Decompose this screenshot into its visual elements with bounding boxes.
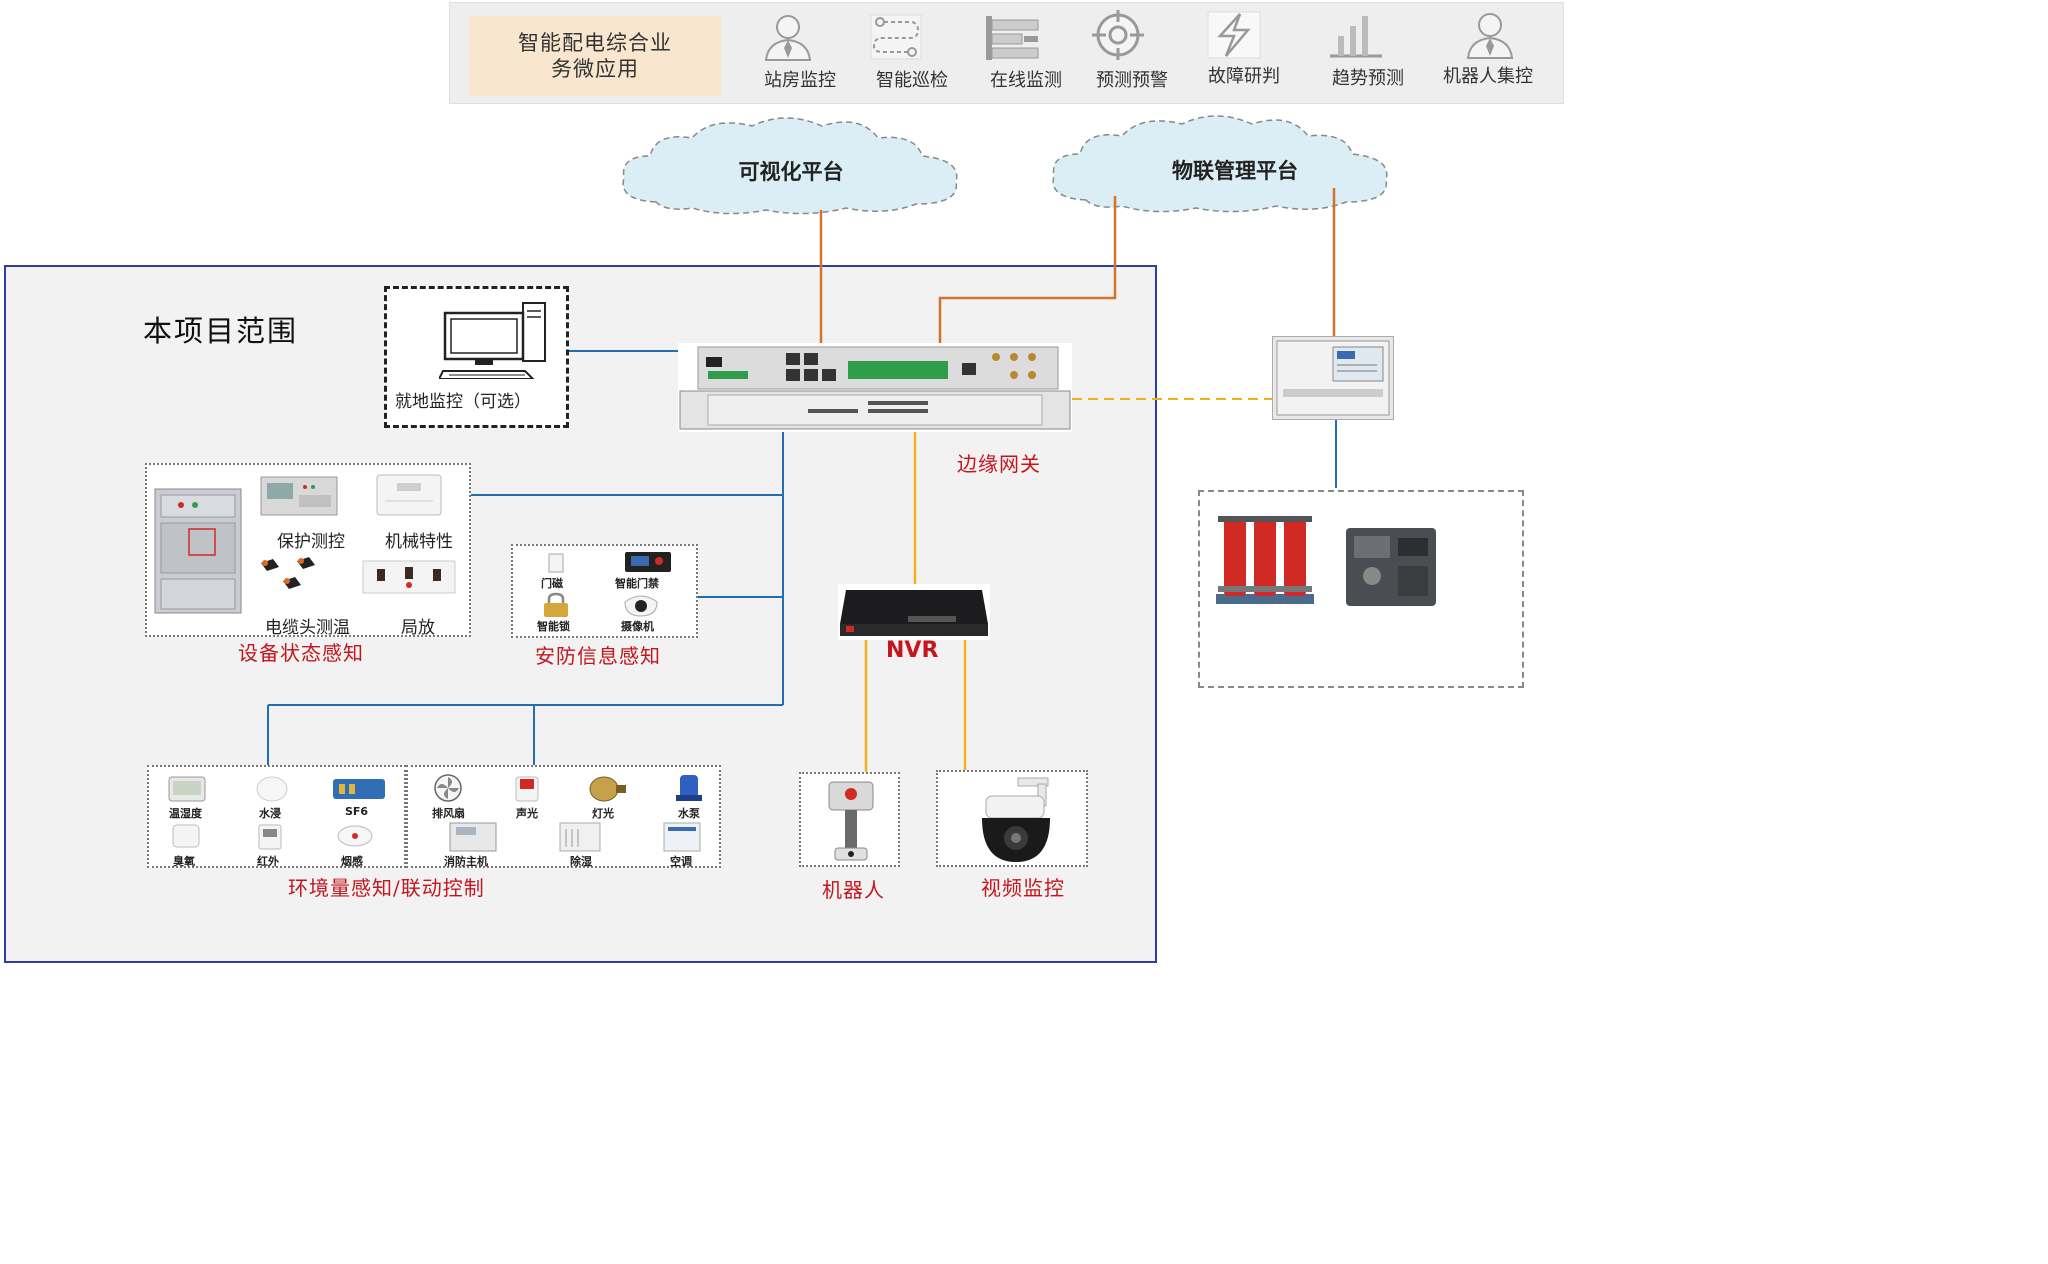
- cloud-iot-platform: [1052, 115, 1388, 213]
- environment-sensor-group: 温湿度 水浸 SF6 臭氧 红外 烟感: [147, 765, 406, 868]
- terminal-cabinet-icon: [1276, 340, 1390, 416]
- access-control-label: 智能门禁: [615, 577, 659, 590]
- target-icon: [1092, 10, 1144, 60]
- explosion-proof-lamp-icon: [589, 776, 626, 802]
- app-station-monitor[interactable]: [760, 12, 816, 66]
- connection-lines: [267, 188, 1337, 772]
- cable-temp-sensor-icon: [261, 557, 315, 589]
- access-control-icon: [625, 552, 671, 572]
- mechanical-label: 机械特性: [385, 532, 453, 552]
- app-trend-forecast[interactable]: [1328, 10, 1384, 64]
- ptz-camera-icon: [982, 777, 1050, 862]
- nvr-device[interactable]: [838, 584, 990, 640]
- exhaust-fan-label: 排风扇: [432, 807, 465, 820]
- sf6-label: SF6: [345, 805, 369, 818]
- app-label-station-monitor: 站房监控: [764, 70, 836, 91]
- desktop-computer-icon: [439, 302, 546, 379]
- door-magnet-label: 门磁: [541, 577, 563, 590]
- iot-platform-label: 物联管理平台: [1172, 158, 1298, 183]
- partial-discharge-sensor-icon: [362, 560, 456, 594]
- fire-host-label: 消防主机: [444, 855, 488, 868]
- water-leak-sensor-icon: [256, 776, 288, 802]
- smoke-detector-icon: [337, 825, 373, 847]
- infrared-sensor-icon: [258, 824, 282, 850]
- tool-bars-icon: [986, 16, 1039, 60]
- user-tie-icon: [1466, 13, 1514, 59]
- equipment-status-group: 保护测控 机械特性 电缆头测温 局放: [145, 463, 471, 638]
- robot-box[interactable]: [799, 772, 900, 867]
- dome-camera-icon: [624, 595, 658, 617]
- distribution-terminal-box[interactable]: [1272, 336, 1394, 420]
- app-online-monitor[interactable]: [984, 12, 1040, 66]
- edge-gateway-label: 边缘网关: [957, 452, 1041, 476]
- light-label: 灯光: [592, 807, 614, 820]
- thermo-hygrometer-icon: [168, 776, 206, 802]
- nvr-label: NVR: [886, 638, 939, 663]
- field-equipment-box: [1198, 490, 1524, 688]
- gateway-hardware-icon: [679, 346, 1071, 430]
- security-info-group: 门磁 智能门禁 智能锁 摄像机: [511, 544, 698, 638]
- partial-discharge-label: 局放: [401, 618, 435, 638]
- air-conditioner-label: 空调: [670, 855, 692, 868]
- ozone-sensor-icon: [172, 824, 200, 848]
- dehumidifier-icon: [559, 822, 601, 852]
- switchgear-cabinet-icon: [154, 488, 242, 614]
- door-magnet-icon: [548, 553, 564, 573]
- water-pump-icon: [676, 775, 702, 801]
- app-label-smart-patrol: 智能巡检: [876, 70, 948, 91]
- mechanical-sensor-icon: [376, 474, 442, 516]
- cable-temp-label: 电缆头测温: [265, 618, 350, 638]
- smoke-sensor-label: 烟感: [341, 855, 363, 868]
- app-label-forecast-alarm: 预测预警: [1096, 70, 1168, 91]
- protection-measure-label: 保护测控: [277, 532, 345, 552]
- app-label-fault-diagnosis: 故障研判: [1208, 66, 1280, 87]
- smart-lock-label: 智能锁: [537, 620, 570, 633]
- air-conditioner-icon: [663, 822, 701, 852]
- route-path-icon: [870, 14, 922, 60]
- video-monitor-box[interactable]: [936, 770, 1088, 867]
- ozone-label: 臭氧: [173, 855, 195, 868]
- micro-app-panel-title: 智能配电综合业 务微应用: [469, 16, 721, 96]
- local-monitor-label: 就地监控（可选）: [395, 392, 531, 412]
- fire-host-icon: [449, 822, 497, 852]
- water-immersion-label: 水浸: [259, 807, 281, 820]
- nvr-recorder-icon: [840, 590, 988, 636]
- app-label-online-monitor: 在线监测: [990, 70, 1062, 91]
- robot-label: 机器人: [822, 878, 885, 902]
- audible-visual-label: 声光: [516, 807, 538, 820]
- dry-type-transformer-icon: [1216, 516, 1314, 604]
- rail-robot-icon: [828, 781, 874, 861]
- visual-platform-label: 可视化平台: [738, 159, 844, 184]
- lightning-icon: [1207, 11, 1261, 59]
- audible-visual-alarm-icon: [515, 776, 539, 802]
- app-smart-patrol[interactable]: [868, 12, 924, 66]
- temp-humidity-label: 温湿度: [169, 807, 202, 820]
- app-label-trend-forecast: 趋势预测: [1332, 68, 1404, 89]
- app-forecast-alarm[interactable]: [1090, 10, 1146, 64]
- camera-label: 摄像机: [621, 620, 654, 633]
- security-info-caption: 安防信息感知: [535, 644, 661, 668]
- water-pump-label: 水泵: [678, 807, 700, 820]
- cloud-visual-platform: [622, 117, 958, 215]
- dehumidifier-label: 除湿: [570, 855, 592, 868]
- video-monitor-label: 视频监控: [981, 876, 1065, 900]
- equipment-status-caption: 设备状态感知: [238, 641, 364, 665]
- user-tie-icon: [764, 15, 812, 61]
- project-scope-title: 本项目范围: [143, 314, 299, 348]
- sf6-sensor-icon: [333, 779, 385, 799]
- soft-starter-device-icon: [1346, 528, 1436, 606]
- linkage-control-group: 排风扇 声光 灯光 水泵 消防主机 除湿 空调: [406, 765, 721, 868]
- app-fault-diagnosis[interactable]: [1206, 10, 1262, 64]
- exhaust-fan-icon: [434, 774, 462, 802]
- local-monitor-box[interactable]: 就地监控（可选）: [384, 286, 569, 428]
- edge-gateway-device[interactable]: [678, 343, 1072, 432]
- app-robot-control[interactable]: [1462, 10, 1518, 64]
- app-label-robot-control: 机器人集控: [1443, 66, 1533, 87]
- infrared-label: 红外: [257, 855, 279, 868]
- bar-chart-icon: [1330, 16, 1382, 58]
- environment-caption: 环境量感知/联动控制: [288, 876, 485, 900]
- protection-relay-icon: [260, 476, 338, 516]
- smart-lock-icon: [544, 592, 568, 617]
